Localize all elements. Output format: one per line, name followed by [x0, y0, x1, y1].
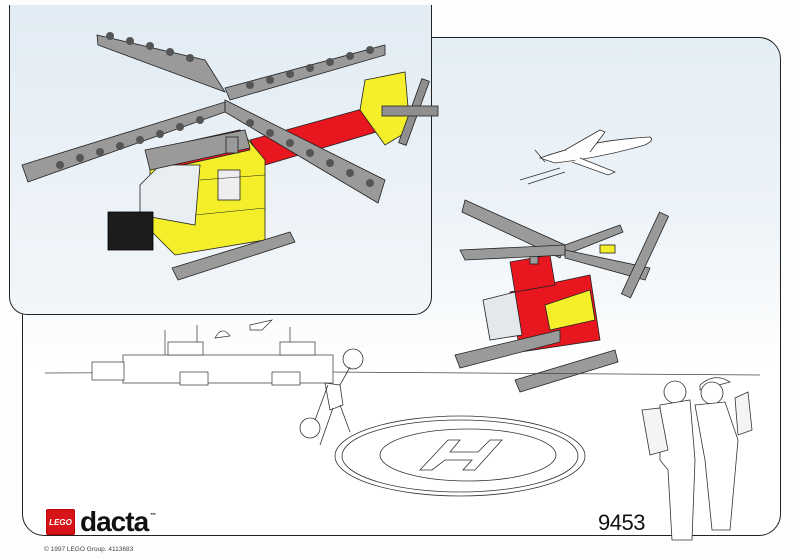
trademark-symbol: ™ [150, 513, 156, 519]
airport-terminal-sketch [91, 319, 334, 386]
copyright-notice: © 1997 LEGO Group. 4113683 [44, 546, 134, 553]
lego-badge: LEGO [46, 509, 75, 535]
spectators-sketch [641, 377, 753, 541]
signal-person-sketch [299, 348, 364, 446]
dacta-text: dacta [80, 506, 149, 537]
small-helicopter [454, 199, 670, 393]
airplane-sketch [519, 129, 653, 185]
helipad-sketch [334, 415, 586, 497]
set-number: 9453 [598, 510, 645, 535]
